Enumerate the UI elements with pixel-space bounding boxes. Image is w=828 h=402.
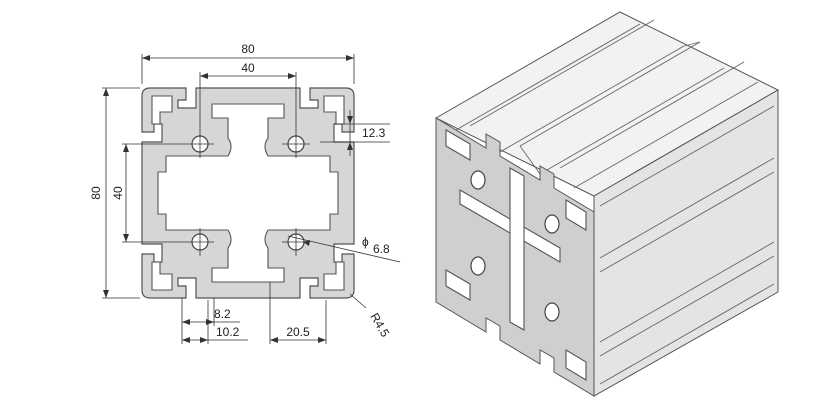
dim-label-slot-opening: 8.2: [214, 307, 231, 321]
iso-front-voids: [445, 129, 587, 381]
dim-spacing: 20.5: [269, 282, 327, 344]
dim-corner-radius: R4.5: [349, 293, 392, 340]
iso-top-ridges: [455, 19, 759, 189]
isometric-view: [434, 11, 780, 397]
corner-pocket-bottom-right: [323, 261, 345, 291]
dim-overall-height: 80: [89, 87, 140, 299]
cross-section-view: 80 40 80 40: [89, 42, 401, 344]
dim-hole-diameter: ϕ 6.8: [287, 235, 401, 263]
dim-overall-width: 80: [141, 42, 355, 84]
dim-label-inner-height: 40: [111, 186, 125, 200]
corner-pocket-top-left: [151, 95, 173, 125]
dim-label-overall-width: 80: [241, 42, 255, 56]
dim-slot-width: 10.2: [182, 300, 248, 344]
dim-inner-height: 40: [111, 143, 186, 243]
dim-label-hole-diameter: 6.8: [373, 242, 390, 256]
dim-label-spacing: 20.5: [286, 325, 310, 339]
dim-slot-depth: 12.3: [320, 110, 390, 156]
iso-front-holes: [470, 170, 560, 322]
dim-inner-width: 40: [199, 61, 297, 130]
dim-slot-opening: 8.2: [181, 298, 240, 344]
dim-label-overall-height: 80: [89, 186, 103, 200]
dim-label-inner-width: 40: [241, 61, 255, 75]
iso-side-ridges: [599, 105, 775, 385]
dim-label-slot-depth: 12.3: [362, 126, 386, 140]
dim-label-diameter-symbol: ϕ: [362, 235, 369, 249]
corner-pocket-bottom-left: [151, 261, 173, 291]
dim-label-slot-width: 10.2: [216, 325, 240, 339]
center-cross-void: [157, 103, 339, 283]
dim-label-corner-radius: R4.5: [367, 311, 392, 340]
